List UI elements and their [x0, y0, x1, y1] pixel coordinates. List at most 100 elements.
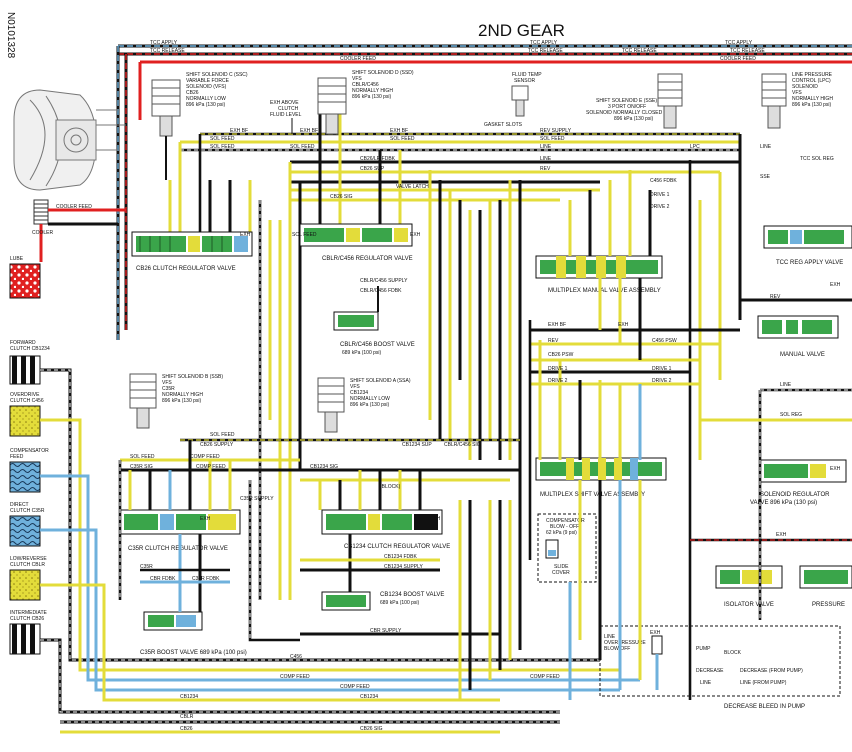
c35r-clutch-regulator-valve	[119, 509, 241, 535]
label-exh: EXH	[830, 466, 841, 472]
label-cb1234: CB1234	[180, 694, 198, 700]
label-line: LINE	[700, 680, 712, 686]
sse-label: 3 PORT ON/OFF	[608, 104, 646, 110]
ssc-label: 896 kPa (130 psi)	[186, 102, 226, 108]
label-block: BLOCK	[724, 650, 742, 656]
label-cb1234-sup: CB1234 SUP	[402, 442, 432, 448]
label-rev-supply: REV SUPPLY	[540, 128, 572, 134]
label-sse: SSE	[760, 174, 771, 180]
solenoid-reg-label: VALVE 896 kPa (130 psi)	[750, 500, 817, 506]
cblrc456-regulator-valve	[299, 223, 413, 247]
top-tcc-lines	[116, 44, 852, 340]
cooler-symbol	[33, 199, 126, 262]
exh-above-clutch-label: CLUTCH	[278, 106, 299, 112]
label-cooler-feed: COOLER FEED	[340, 56, 376, 62]
label-cb1234-fdbk: CB1234 FDBK	[384, 554, 417, 560]
label-exh: EXH	[430, 516, 441, 522]
label-sol-feed: SOL FEED	[390, 136, 415, 142]
svg-text:LOW/REVERSE: LOW/REVERSE	[10, 556, 47, 562]
label-drive-1: DRIVE 1	[548, 366, 568, 372]
svg-text:COMPENSATOR: COMPENSATOR	[10, 448, 49, 454]
multiplex-shift-valve-assembly	[535, 457, 667, 481]
tcc-reg-apply-valve	[763, 225, 852, 249]
label-c35r-sig: C35R SIG	[130, 464, 153, 470]
label-drive-2: DRIVE 2	[548, 378, 568, 384]
label-cb26-fdbk: CB26/LR FDBK	[360, 156, 396, 162]
right-hydraulic-lines	[528, 134, 852, 700]
clutch-feed-lines	[40, 368, 640, 734]
slide-cover-label: COVER	[552, 570, 570, 576]
label-sol-feed: SOL FEED	[210, 136, 235, 142]
label-cooler: COOLER	[32, 230, 54, 236]
label-exh: EXH	[410, 232, 421, 238]
label-tcc-apply: TCC APPLY	[150, 40, 178, 46]
label-exh: EXH	[830, 282, 841, 288]
label-comp-feed: COMP FEED	[190, 454, 220, 460]
compensator-blowoff-box	[537, 513, 597, 583]
lpc-label: NORMALLY HIGH	[792, 96, 833, 102]
line-overpressure-label: LINE	[604, 634, 616, 640]
ssb-label: C35R	[162, 386, 175, 392]
label-c35r-sig: C35R	[140, 564, 153, 570]
label-line: LINE	[540, 144, 552, 150]
label-tcc-apply: TCC APPLY	[530, 40, 558, 46]
ssd-label: 896 kPa (130 psi)	[352, 94, 392, 100]
label-decrease: DECREASE	[696, 668, 724, 674]
label-line: LINE	[540, 156, 552, 162]
label-line: LINE	[760, 144, 772, 150]
label-rev: REV	[540, 166, 551, 172]
compensator-label: COMPENSATOR	[546, 518, 585, 524]
cb26-valve-label: CB26 CLUTCH REGULATOR VALVE	[136, 266, 236, 272]
label-cbr-supply: C35R SUPPLY	[240, 496, 274, 502]
ssa-label: 896 kPa (130 psi)	[350, 402, 390, 408]
label-exh: EXH	[650, 630, 661, 636]
multiplex-shift-label: MULTIPLEX SHIFT VALVE ASSEMBLY	[540, 492, 645, 498]
cb1234-clutch-regulator-valve	[321, 509, 443, 535]
label-sol-feed: SOL FEED	[210, 432, 235, 438]
label-drive-1: DRIVE 1	[650, 192, 670, 198]
label-exh: EXH	[776, 532, 787, 538]
label-drive-1: DRIVE 1	[652, 366, 672, 372]
multiplex-manual-label: MULTIPLEX MANUAL VALVE ASSEMBLY	[548, 288, 661, 294]
label-cb26: CB26	[180, 726, 193, 732]
ssb-label: 896 kPa (130 psi)	[162, 398, 202, 404]
label-sol-feed: SOL FEED	[130, 454, 155, 460]
multiplex-manual-valve-assembly	[535, 255, 663, 279]
ssd-label: CBLR/C456	[352, 82, 379, 88]
ssb-label: VFS	[162, 380, 172, 386]
lower-hydraulic-lines	[118, 438, 642, 700]
label-line-from-pump: LINE (FROM PUMP)	[740, 680, 787, 686]
torque-converter-drawing	[13, 89, 126, 191]
cb26-clutch-regulator-valve	[131, 231, 253, 257]
ssd-label: VFS	[352, 76, 362, 82]
label-tcc-release: TCC RELEASE	[730, 48, 765, 54]
label-comp-feed: COMP FEED	[340, 684, 370, 690]
label-comp-feed: COMP FEED	[530, 674, 560, 680]
label-c456-psw: C456 PSW	[652, 338, 677, 344]
label-cooler-feed-left: COOLER FEED	[56, 204, 92, 210]
svg-text:FEED: FEED	[10, 454, 24, 460]
ssb-label: NORMALLY HIGH	[162, 392, 203, 398]
label-exh-bf: EXH BF	[230, 128, 248, 134]
document-id: N0101328	[5, 12, 16, 59]
svg-text:CLUTCH CB26: CLUTCH CB26	[10, 616, 44, 622]
manual-valve-label: MANUAL VALVE	[780, 352, 825, 358]
exh-above-clutch-label: FLUID LEVEL	[270, 112, 302, 118]
isolator-label: ISOLATOR VALVE	[724, 602, 774, 608]
ssc-label: CB26	[186, 90, 199, 96]
svg-text:OVERDRIVE: OVERDRIVE	[10, 392, 40, 398]
isolator-valve	[715, 565, 783, 589]
svg-text:FORWARD: FORWARD	[10, 340, 36, 346]
solenoid-lpc	[761, 73, 787, 129]
label-cblrc456-sig: CBLR/C456 SIG	[444, 442, 481, 448]
ssc-label: SOLENOID (VFS)	[186, 84, 227, 90]
label-cb1234-supply: CB1234 SUPPLY	[384, 564, 423, 570]
solenoid-regulator-valve	[759, 459, 847, 483]
label-comp-feed: COMP FEED	[280, 674, 310, 680]
solenoid-ssb	[129, 373, 157, 429]
label-comp-feed: COMP FEED	[196, 464, 226, 470]
lpc-label: VFS	[792, 90, 802, 96]
label-cb26-sup: CB26 SUP	[360, 166, 385, 172]
label-exh-bf: EXH BF	[390, 128, 408, 134]
cblrc456-boost-label: 689 kPa (100 psi)	[342, 350, 382, 356]
